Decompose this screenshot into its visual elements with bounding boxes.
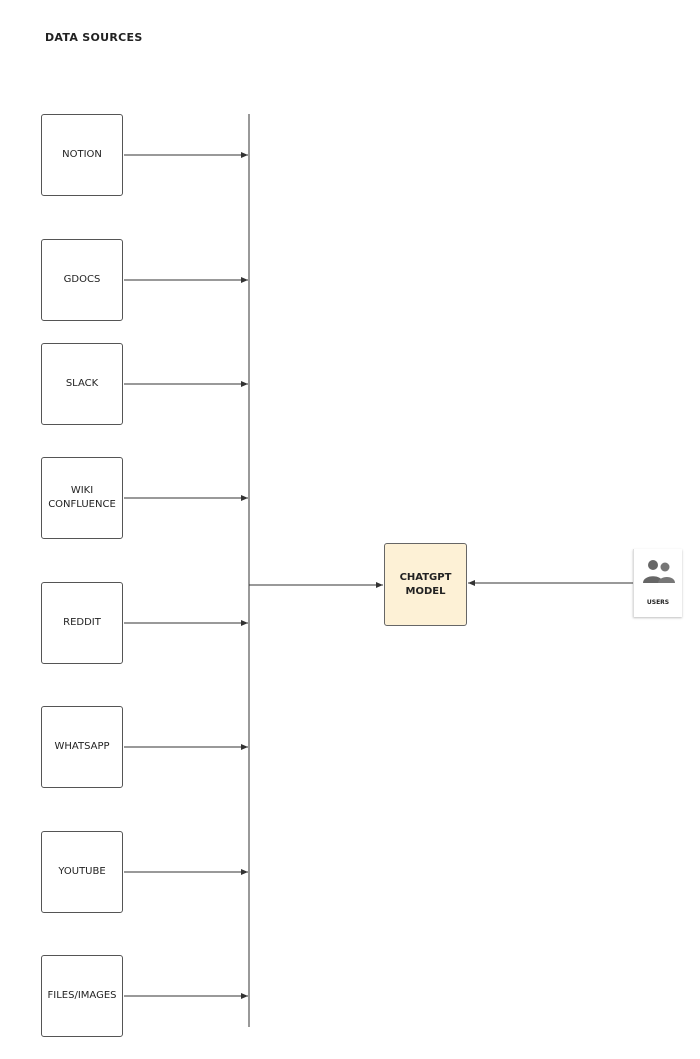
source-box-wiki-confluence: WIKI CONFLUENCE [41,457,123,539]
model-label: CHATGPT MODEL [399,571,452,597]
source-box-slack: SLACK [41,343,123,425]
source-label: NOTION [62,149,102,160]
source-box-notion: NOTION [41,114,123,196]
source-label: REDDIT [63,617,101,628]
source-label: GDOCS [63,274,101,285]
source-box-files-images: FILES/IMAGES [41,955,123,1037]
users-card: USERS [633,549,682,617]
source-label: FILES/IMAGES [47,990,117,1001]
chatgpt-model-box: CHATGPT MODEL [384,543,467,626]
source-box-youtube: YOUTUBE [41,831,123,913]
source-label: SLACK [65,378,99,389]
source-box-reddit: REDDIT [41,582,123,664]
source-label: YOUTUBE [58,866,106,877]
source-label: WHATSAPP [54,741,110,752]
source-box-gdocs: GDOCS [41,239,123,321]
diagram-title: DATA SOURCES [45,31,143,44]
source-box-whatsapp: WHATSAPP [41,706,123,788]
source-label: WIKI CONFLUENCE [48,485,116,510]
users-label: USERS [646,599,670,606]
users-icon [643,560,675,583]
